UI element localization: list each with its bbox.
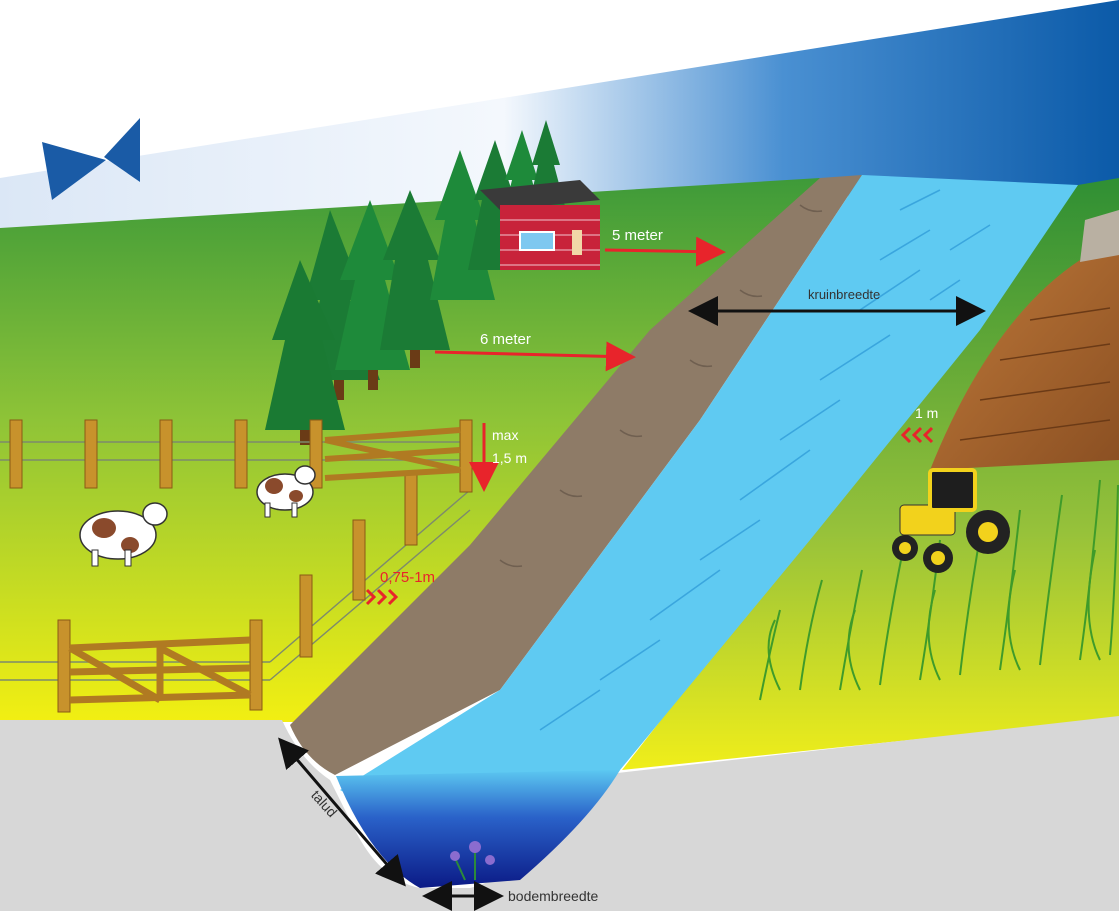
field-furrows: [959, 307, 1111, 441]
fence-post-icon: [234, 419, 248, 489]
fence-post-icon: [352, 519, 366, 601]
fence-post-icon: [249, 619, 263, 711]
ditch-water: [340, 175, 1078, 875]
arrow-5m: [604, 236, 726, 267]
logo-icon: [42, 118, 140, 200]
left-meadow: [0, 178, 820, 722]
gate-icon: [68, 636, 252, 704]
deep-water: [336, 770, 620, 888]
fence: [0, 419, 473, 713]
label-6m: 6 meter: [480, 331, 531, 348]
flower-icon: [450, 841, 495, 881]
tractor-icon: [892, 468, 1010, 573]
tree-icon: [380, 190, 450, 368]
label-5m: 5 meter: [612, 227, 663, 244]
black-arrows: [278, 296, 986, 911]
fence-post-icon: [459, 419, 473, 493]
bank-texture: [499, 204, 823, 568]
gate-icon: [324, 427, 461, 481]
water-ripples: [539, 189, 991, 731]
tree-icon: [265, 260, 345, 445]
cow-icon: [256, 465, 316, 518]
sky-band: [0, 0, 1119, 230]
right-meadow: [622, 178, 1119, 770]
label-1m: 1 m: [915, 405, 938, 421]
arrow-slope: [278, 737, 406, 887]
fence-post-icon: [84, 419, 98, 489]
label-1-5m: 1,5 m: [492, 450, 527, 466]
chevrons-fence: [365, 588, 399, 606]
label-fence-distance: 0,75-1m: [380, 569, 435, 586]
fence-post-icon: [299, 574, 313, 658]
fence-post-icon: [9, 419, 23, 489]
fence-post-icon: [159, 419, 173, 489]
fence-post-icon: [404, 474, 418, 546]
fence-post-icon: [57, 619, 71, 713]
cow-icon: [79, 502, 168, 567]
house-icon: [480, 180, 600, 270]
arrow-6m: [434, 341, 636, 372]
label-max: max: [492, 427, 518, 443]
gravel: [1080, 210, 1119, 262]
red-arrows: [434, 236, 726, 492]
chevrons-field: [900, 426, 934, 444]
label-bottom-width: bodembreedte: [508, 888, 599, 904]
ploughed-field: [930, 250, 1119, 470]
label-crest-width: kruinbreedte: [808, 287, 880, 302]
